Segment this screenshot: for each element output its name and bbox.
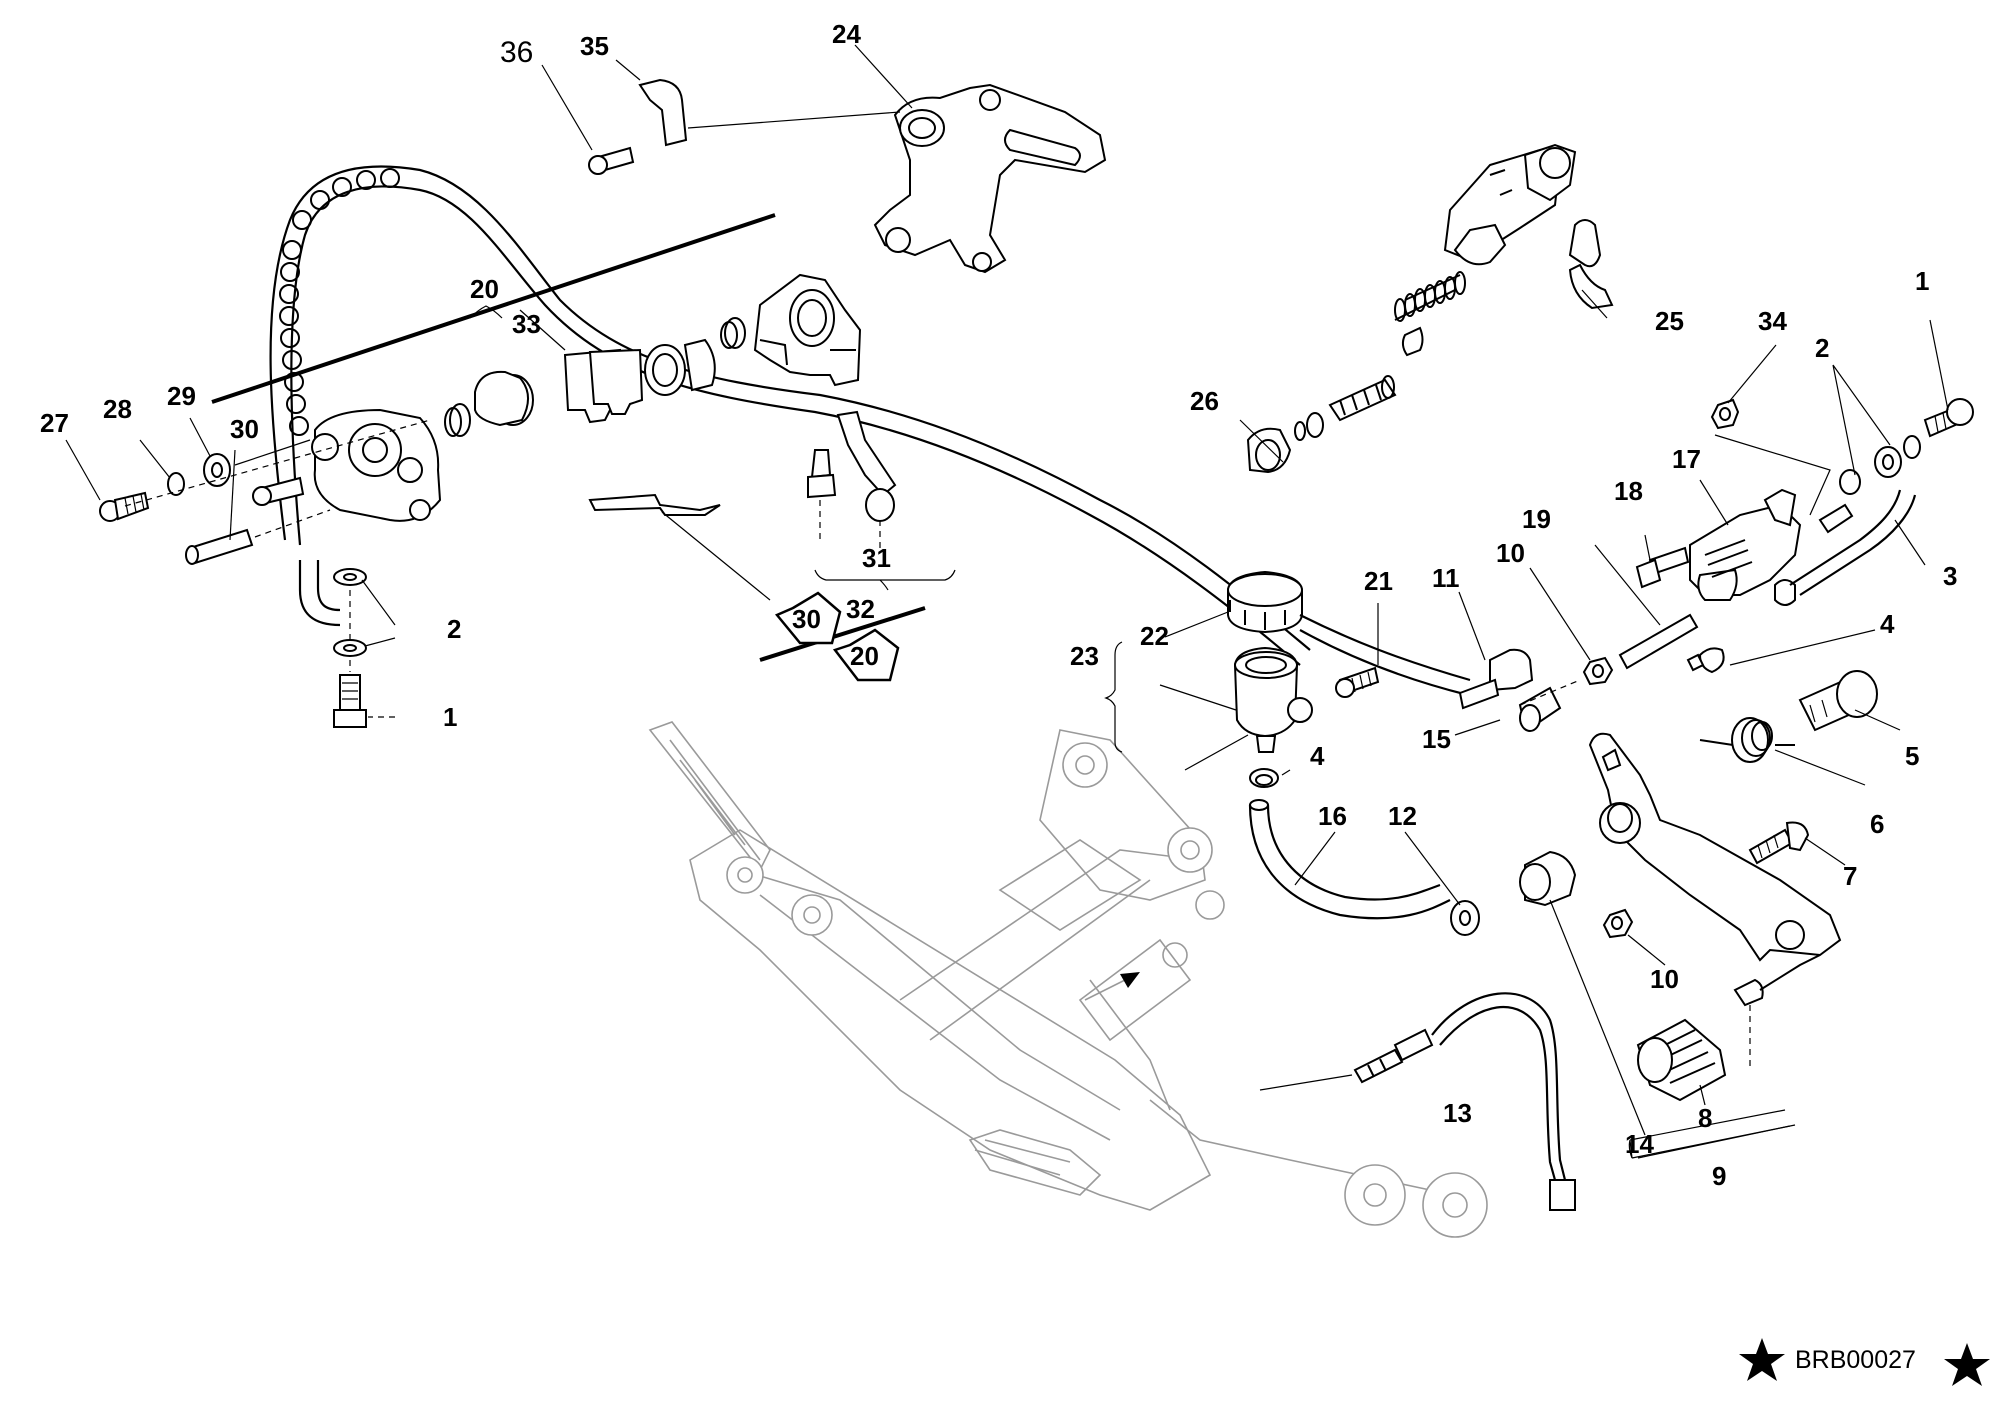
brake-hose [269, 165, 1311, 666]
callout-17: 17 [1672, 444, 1701, 474]
callout-15: 15 [1422, 724, 1451, 754]
callout-4-mid: 4 [1310, 741, 1325, 771]
callout-10-upper: 10 [1496, 538, 1525, 568]
kit-badge-20-label: 20 [850, 641, 879, 671]
callout-27: 27 [40, 408, 69, 438]
callout-25: 25 [1655, 306, 1684, 336]
fluid-reservoir [1184, 570, 1451, 920]
callout-12: 12 [1388, 801, 1417, 831]
callout-14-text: 14 [1625, 1129, 1654, 1159]
callout-28: 28 [103, 394, 132, 424]
brake-line-fitting [759, 410, 956, 662]
kit-badge-20 [832, 628, 900, 682]
caliper-fasteners [99, 419, 431, 565]
star-icon-right [1944, 1343, 1990, 1386]
callout-labels: 36 35 24 20 33 27 28 29 30 2 1 31 32 25 … [40, 19, 1957, 994]
leader-lines [65, 44, 1949, 1136]
callout-30: 30 [230, 414, 259, 444]
callout-5: 5 [1905, 741, 1919, 771]
callout-26: 26 [1190, 386, 1219, 416]
callout-24: 24 [832, 19, 861, 49]
banjo-bolt-and-washers [333, 568, 367, 728]
callout-2-right: 2 [1815, 333, 1829, 363]
callout-4-right: 4 [1880, 609, 1895, 639]
callout-1-right: 1 [1915, 266, 1929, 296]
kit-line-20 [211, 213, 776, 404]
brake-pedal [1450, 670, 1878, 1159]
footpeg-bracket-ghost [648, 721, 1488, 1238]
callout-33: 33 [512, 309, 541, 339]
hose-clamp-and-bolt [588, 78, 901, 175]
drawing-code: BRB00027 [1739, 1338, 1990, 1386]
brake-light-switch [1259, 992, 1576, 1211]
callout-34: 34 [1758, 306, 1787, 336]
rear-brake-caliper [311, 273, 862, 601]
callout-18: 18 [1614, 476, 1643, 506]
callout-19: 19 [1522, 504, 1551, 534]
callout-21: 21 [1364, 566, 1393, 596]
kit-badge-30 [774, 591, 842, 645]
callout-16: 16 [1318, 801, 1347, 831]
callout-20: 20 [470, 274, 499, 304]
callout-10-lower: 10 [1650, 964, 1679, 994]
callout-35: 35 [580, 31, 609, 61]
master-cylinder-upper [1246, 143, 1614, 474]
callout-13-text: 13 [1443, 1098, 1472, 1128]
callout-9-text: 9 [1712, 1161, 1726, 1191]
brake-master-lower [1458, 398, 1974, 732]
callout-23: 23 [1070, 641, 1099, 671]
star-icon-left [1739, 1338, 1785, 1381]
drawing-code-text: BRB00027 [1795, 1346, 1916, 1374]
callout-2-left: 2 [447, 614, 461, 644]
callout-36: 36 [500, 36, 533, 69]
callout-31: 31 [862, 543, 891, 573]
callout-29: 29 [167, 381, 196, 411]
callout-labels-lower: 7 13 14 8 9 [1443, 861, 1857, 1191]
callout-22: 22 [1140, 621, 1169, 651]
callout-3: 3 [1943, 561, 1957, 591]
callout-8-text: 8 [1698, 1103, 1712, 1133]
callout-11: 11 [1432, 563, 1460, 593]
callout-7-text: 7 [1843, 861, 1857, 891]
caliper-bracket [873, 83, 1107, 274]
callout-1-left: 1 [443, 702, 457, 732]
kit-badge-30-label: 30 [792, 604, 821, 634]
callout-6: 6 [1870, 809, 1884, 839]
callout-32: 32 [846, 594, 875, 624]
